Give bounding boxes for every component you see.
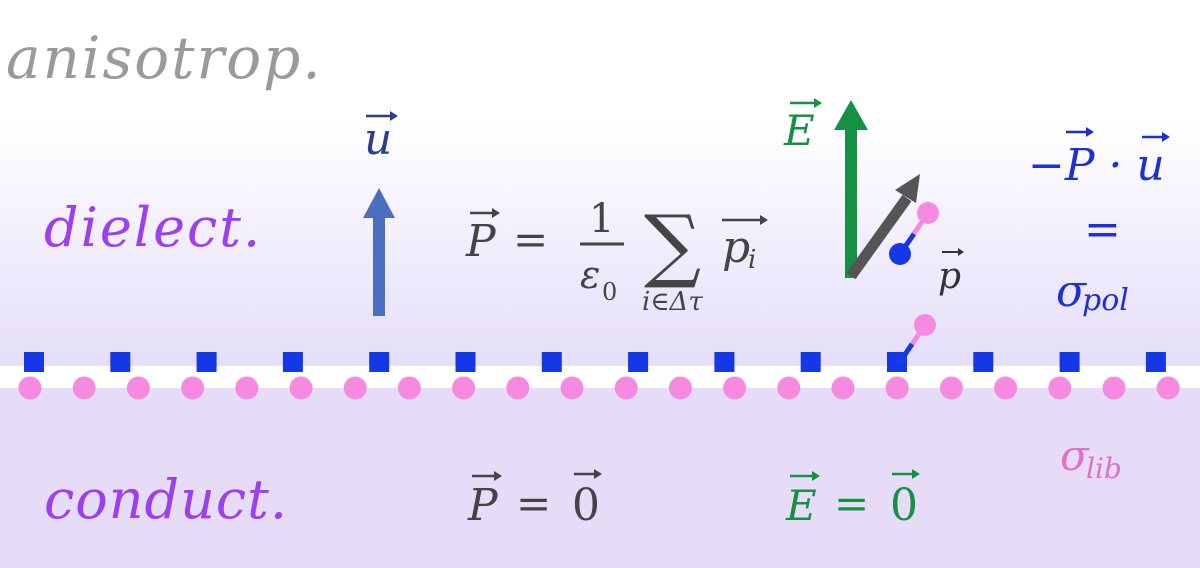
free-charge-dot [289, 376, 313, 400]
free-charge-dot [723, 376, 747, 400]
free-charge-dot [181, 376, 205, 400]
free-charge-dot [939, 376, 963, 400]
free-charge-dot [560, 376, 584, 400]
svg-text:i: i [748, 245, 756, 275]
free-charge-dot [343, 376, 367, 400]
svg-text:=: = [834, 479, 869, 528]
bound-charge-square [628, 352, 649, 372]
free-charge-dot [506, 376, 530, 400]
free-charge-dot [235, 376, 259, 400]
bound-charge-square [110, 352, 131, 372]
svg-text:E: E [783, 106, 815, 155]
free-charge-dot [1048, 376, 1072, 400]
svg-text:−P · u: −P · u [1028, 140, 1165, 191]
bound-charge-square [800, 352, 821, 372]
u-vector [363, 188, 395, 316]
bound-charge-square [1145, 352, 1166, 372]
bound-charge-square [714, 352, 735, 372]
bound-charge-square [541, 352, 562, 372]
free-charge-dot [18, 376, 42, 400]
conductor-region [0, 388, 1200, 568]
svg-text:i∈Δτ: i∈Δτ [642, 287, 703, 317]
free-charge-dot [994, 376, 1018, 400]
free-charge-dot [668, 376, 692, 400]
free-charge-dot [126, 376, 150, 400]
svg-text:=: = [513, 215, 548, 264]
svg-text:p: p [938, 256, 961, 297]
svg-text:lib: lib [1086, 452, 1122, 485]
free-charges [18, 376, 1180, 400]
svg-text:=: = [1084, 204, 1121, 255]
P-zero-equation: P = 0 [467, 469, 602, 531]
svg-text:1: 1 [589, 196, 614, 242]
free-charge-dot [72, 376, 96, 400]
sigma-lib-label: σ lib [1060, 431, 1122, 485]
E-label: E [783, 98, 822, 155]
svg-text:ε: ε [580, 253, 600, 297]
anisotropic-label: anisotrop. [6, 24, 323, 92]
surface-charge-relation: −P · u = σ pol [1028, 127, 1170, 318]
free-charge-dot [777, 376, 801, 400]
svg-text:=: = [516, 479, 551, 528]
free-charge-dot [1156, 376, 1180, 400]
bound-charge-square [455, 352, 476, 372]
free-charge-dot [831, 376, 855, 400]
free-charge-dot [397, 376, 421, 400]
dielectric-label: dielect. [44, 196, 263, 259]
free-charge-dot [885, 376, 909, 400]
field-resultant-arrow [846, 174, 920, 280]
p-label: p [938, 248, 964, 297]
E-vector-head [834, 100, 868, 130]
free-charge-dot [452, 376, 476, 400]
svg-text:pol: pol [1082, 283, 1129, 318]
bound-charge-square [973, 352, 994, 372]
interface-line [0, 366, 1200, 388]
E-vector [834, 100, 868, 278]
dielectric-region [0, 0, 1200, 366]
bound-charge-square [1059, 352, 1080, 372]
E-zero-equation: E = 0 [785, 469, 920, 531]
svg-text:σ: σ [1056, 266, 1088, 317]
svg-text:0: 0 [572, 480, 600, 531]
svg-text:∑: ∑ [644, 198, 701, 291]
svg-text:u: u [364, 114, 392, 165]
bound-charge-square [282, 352, 303, 372]
u-label: u [364, 111, 398, 165]
svg-text:E: E [785, 481, 817, 530]
bound-charge-square [369, 352, 390, 372]
dipole-dielectric [889, 202, 939, 265]
bound-charge-square [24, 352, 44, 372]
svg-text:p: p [722, 222, 750, 273]
svg-text:0: 0 [602, 278, 617, 306]
svg-text:σ: σ [1060, 431, 1090, 480]
free-charge-dot [614, 376, 638, 400]
free-charge-dot [1102, 376, 1126, 400]
svg-text:0: 0 [890, 480, 918, 531]
u-vector-head [363, 188, 395, 218]
dipole-interface [897, 314, 936, 364]
svg-text:P: P [465, 216, 497, 267]
conductor-label: conduct. [44, 468, 288, 531]
bound-charge-square [196, 352, 217, 372]
svg-text:P: P [467, 480, 499, 531]
polarization-equation: P = 1 ε 0 ∑ i∈Δτ p i [465, 196, 768, 317]
bound-charges [24, 352, 1166, 372]
